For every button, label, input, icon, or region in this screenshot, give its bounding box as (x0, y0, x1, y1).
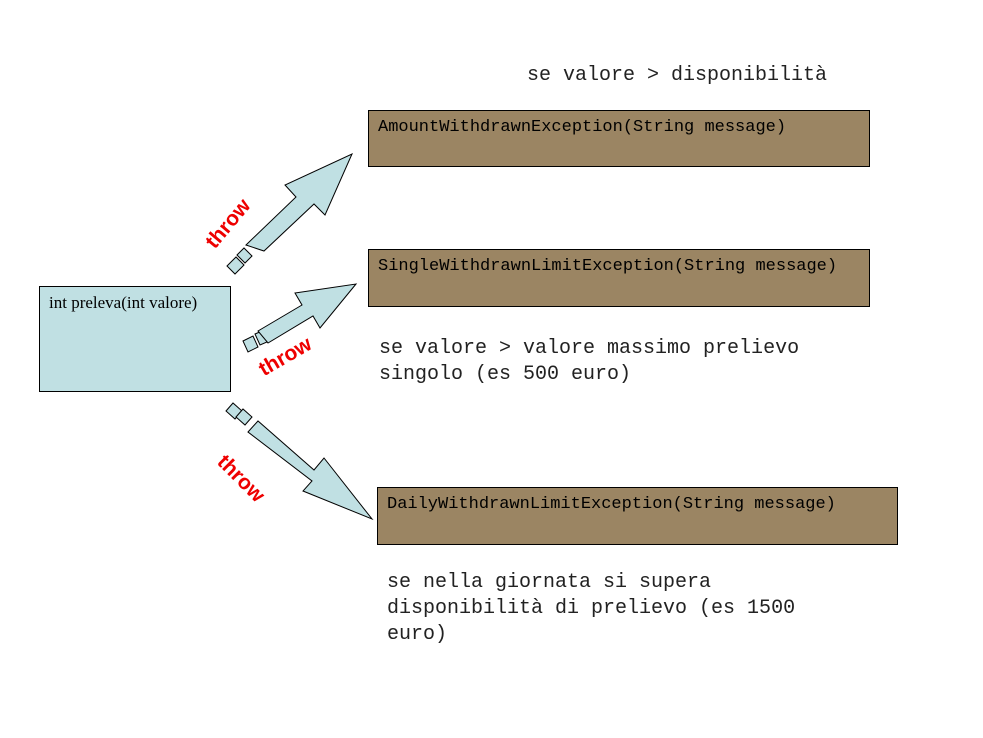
single-withdrawn-limit-exception-box: SingleWithdrawnLimitException(String mes… (368, 249, 870, 307)
amount-withdrawn-exception-box: AmountWithdrawnException(String message) (368, 110, 870, 167)
daily-condition-note: se nella giornata si supera disponibilit… (387, 571, 796, 646)
amount-withdrawn-exception-label: AmountWithdrawnException(String message) (378, 118, 787, 137)
amount-condition-note: se valore > disponibilità (527, 64, 828, 87)
single-withdrawn-limit-exception-label: SingleWithdrawnLimitException(String mes… (378, 257, 838, 276)
daily-withdrawn-limit-exception-label: DailyWithdrawnLimitException(String mess… (387, 495, 836, 514)
arrow-to-single-exception (242, 283, 358, 353)
single-condition-note: se valore > valore massimo prelievo sing… (379, 337, 800, 386)
method-signature: int preleva(int valore) (49, 293, 198, 312)
method-box: int preleva(int valore) (39, 286, 231, 392)
arrow-to-amount-exception (226, 152, 353, 275)
daily-withdrawn-limit-exception-box: DailyWithdrawnLimitException(String mess… (377, 487, 898, 545)
arrow-to-daily-exception (225, 402, 374, 521)
